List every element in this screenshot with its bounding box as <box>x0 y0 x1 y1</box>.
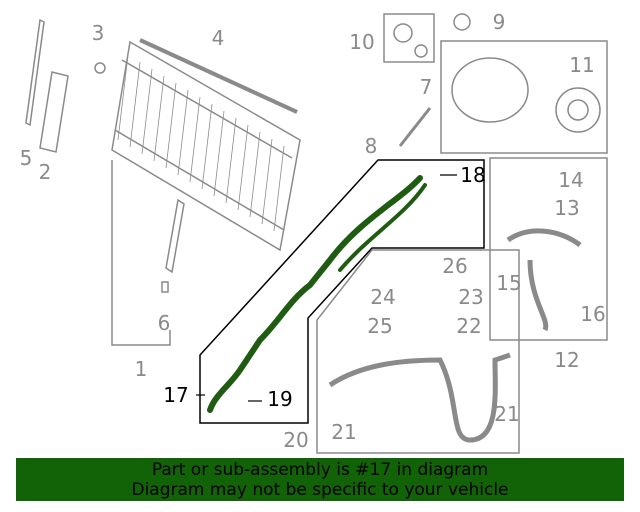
callout-5: 5 <box>19 146 33 170</box>
hose-20 <box>328 352 511 443</box>
box-12 <box>489 157 608 341</box>
box-10 <box>383 13 435 63</box>
box-20 <box>316 249 520 454</box>
box-17 <box>199 159 485 424</box>
callout-11: 11 <box>569 53 595 77</box>
callout-22: 22 <box>456 314 482 338</box>
callout-21-left: 21 <box>331 420 357 444</box>
callout-19: 19 <box>267 387 293 411</box>
banner-line-2: Diagram may not be specific to your vehi… <box>131 480 509 500</box>
part-17-line <box>207 175 427 413</box>
callout-21-right: 21 <box>494 402 520 426</box>
bolt-3 <box>94 62 106 74</box>
bolt-8 <box>398 107 432 147</box>
callout-7: 7 <box>419 75 433 99</box>
callout-9: 9 <box>492 10 506 34</box>
callout-13: 13 <box>554 196 580 220</box>
info-banner: Part or sub-assembly is #17 in diagram D… <box>16 458 624 501</box>
bracket-5 <box>25 18 45 127</box>
callout-23: 23 <box>458 285 484 309</box>
callout-8: 8 <box>364 134 378 158</box>
callout-4: 4 <box>211 26 225 50</box>
bracket-1 <box>111 160 171 346</box>
box-7 <box>440 40 608 154</box>
callout-10: 10 <box>349 30 375 54</box>
drier-6 <box>161 198 185 293</box>
callout-25: 25 <box>367 314 393 338</box>
bracket-2 <box>39 71 69 153</box>
callout-16: 16 <box>580 302 606 326</box>
condenser <box>111 40 301 252</box>
callout-14: 14 <box>558 168 584 192</box>
banner-line-1: Part or sub-assembly is #17 in diagram <box>151 460 489 480</box>
callout-3: 3 <box>91 21 105 45</box>
callout-24: 24 <box>370 285 396 309</box>
cap-9 <box>453 13 471 31</box>
callout-26: 26 <box>442 254 468 278</box>
callout-15: 15 <box>496 271 522 295</box>
callout-1: 1 <box>134 357 148 381</box>
callout-2: 2 <box>38 160 52 184</box>
callout-6: 6 <box>157 311 171 335</box>
callout-20: 20 <box>283 428 309 452</box>
seal-strip <box>139 38 298 114</box>
callout-17: 17 <box>163 383 189 407</box>
callout-12: 12 <box>554 348 580 372</box>
callout-18: 18 <box>460 163 486 187</box>
